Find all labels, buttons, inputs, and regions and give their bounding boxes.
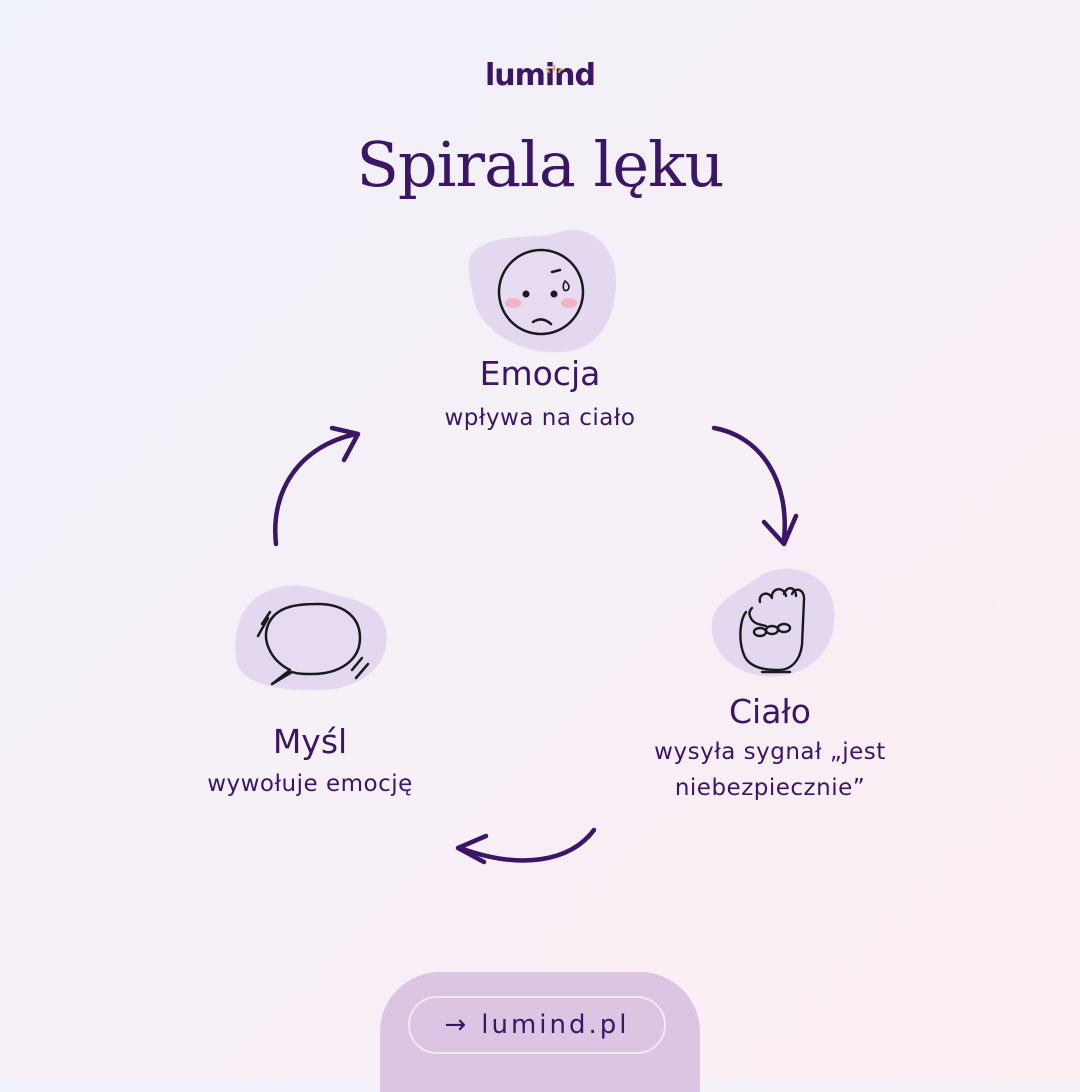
brand-logo: lumind [0, 58, 1080, 93]
brand-logo-text: lumind [484, 58, 596, 93]
clenched-fist-icon [739, 587, 806, 674]
page-title: Spirala lęku [356, 128, 724, 201]
node-mysl-desc: wywołuje emocję [207, 771, 413, 797]
node-emocja-desc: wpływa na ciało [444, 405, 636, 431]
anxious-face-icon [497, 248, 585, 336]
logo-sun-rays-icon [546, 65, 562, 73]
cialo-blob [711, 568, 835, 677]
cycle-arrow-mysl-to-emocja [273, 425, 361, 547]
cycle-arrow-cialo-to-mysl [455, 827, 597, 865]
node-cialo-desc-line2: niebezpiecznie” [674, 775, 866, 801]
node-emocja-label: Emocja [479, 354, 601, 393]
arrow-right-icon: → [444, 1010, 470, 1040]
speech-bubble-icon [256, 602, 370, 686]
node-cialo-desc-line1: wysyła sygnał „jest [654, 739, 886, 765]
cycle-arrow-emocja-to-cialo [711, 425, 799, 547]
node-cialo-label: Ciało [728, 692, 811, 731]
node-mysl-label: Myśl [272, 722, 348, 761]
website-link-text: lumind.pl [481, 1010, 630, 1040]
website-link-button[interactable]: → lumind.pl [408, 996, 666, 1054]
